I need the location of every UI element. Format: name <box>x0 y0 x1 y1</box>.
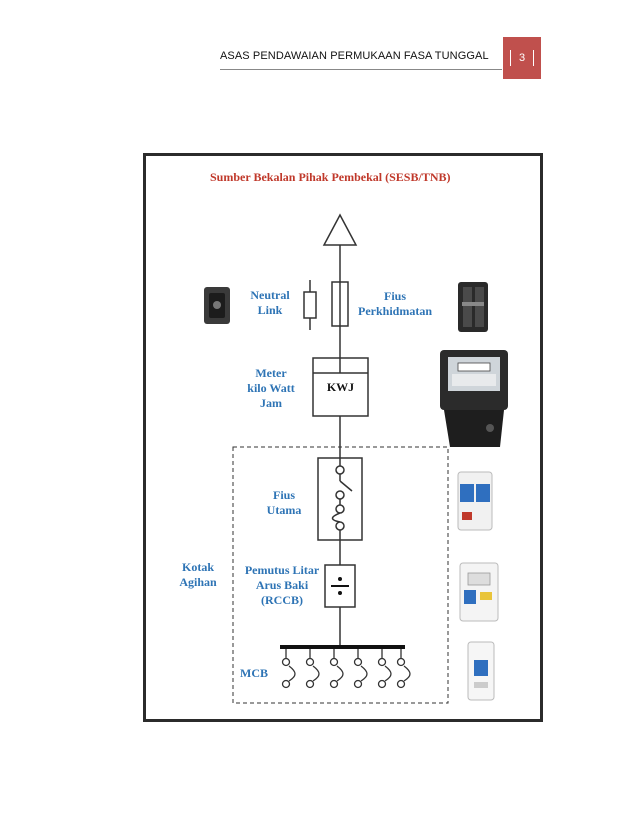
mcb-photo <box>467 641 495 701</box>
service-fuse-label: Fius Perkhidmatan <box>350 289 440 319</box>
main-fuse-line-1: Fius <box>272 488 295 502</box>
rccb-line-3: (RCCB) <box>261 593 303 607</box>
supply-triangle-symbol <box>322 213 358 246</box>
header-divider <box>220 69 502 70</box>
page-number-badge: 3 <box>503 37 541 79</box>
page-header-title: ASAS PENDAWAIAN PERMUKAAN FASA TUNGGAL <box>220 50 489 62</box>
rccb-line-1: Pemutus Litar <box>244 563 320 577</box>
neutral-link-photo <box>204 287 230 324</box>
kwh-meter-photo <box>440 350 508 447</box>
service-fuse-line-2: Perkhidmatan <box>357 304 432 318</box>
distribution-box-line-1: Kotak <box>181 560 214 574</box>
rccb-photo <box>459 562 499 622</box>
page-number: 3 <box>509 50 535 66</box>
rccb-label: Pemutus Litar Arus Baki (RCCB) <box>234 563 330 608</box>
distribution-box-label: Kotak Agihan <box>170 560 226 590</box>
main-fuse-line-2: Utama <box>266 503 302 517</box>
neutral-link-symbol <box>303 291 317 319</box>
service-fuse-line-1: Fius <box>383 289 406 303</box>
distribution-box-outline <box>232 446 449 704</box>
main-fuse-photo <box>457 471 493 531</box>
distribution-box-line-2: Agihan <box>179 575 217 589</box>
rccb-line-2: Arus Baki <box>255 578 309 592</box>
meter-label: Meter kilo Watt Jam <box>228 366 314 411</box>
diagram-frame <box>143 153 543 722</box>
kwj-label: KWJ <box>326 380 355 394</box>
main-fuse-label: Fius Utama <box>254 488 314 518</box>
meter-line-2: kilo Watt <box>247 381 295 395</box>
meter-line-1: Meter <box>255 366 287 380</box>
neutral-link-label: Neutral Link <box>240 288 300 318</box>
neutral-link-line-2: Link <box>257 303 283 317</box>
neutral-link-line-1: Neutral <box>250 288 290 302</box>
meter-line-3: Jam <box>260 396 282 410</box>
mcb-label: MCB <box>240 666 268 680</box>
service-fuse-photo <box>458 282 488 332</box>
supply-source-label: Sumber Bekalan Pihak Pembekal (SESB/TNB) <box>210 170 451 184</box>
mcb-breakers <box>281 649 411 689</box>
